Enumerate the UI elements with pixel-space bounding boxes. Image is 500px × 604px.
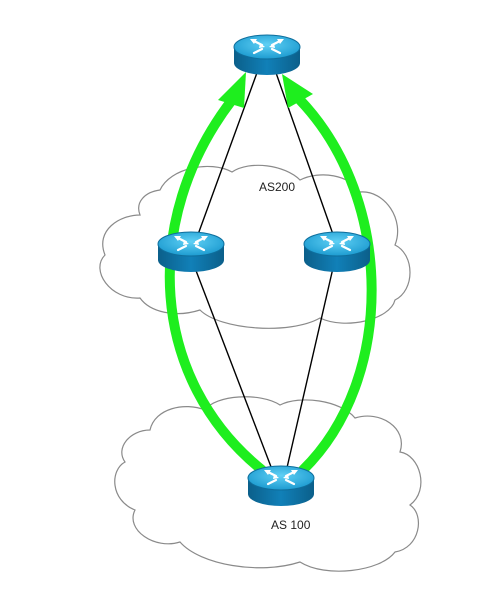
link-top-left bbox=[195, 69, 259, 241]
as100-cloud bbox=[114, 396, 422, 572]
router-icon bbox=[302, 230, 372, 274]
left-router bbox=[156, 230, 226, 274]
bottom-router bbox=[246, 464, 316, 508]
router-icon bbox=[156, 230, 226, 274]
path-arrow-left bbox=[164, 95, 267, 475]
path-arrow-right bbox=[295, 95, 377, 475]
as200-cloud bbox=[99, 164, 411, 329]
link-right-bottom bbox=[285, 267, 334, 473]
top-router bbox=[232, 33, 302, 77]
router-icon bbox=[232, 33, 302, 77]
right-router bbox=[302, 230, 372, 274]
arrowhead-right-icon bbox=[282, 74, 313, 108]
router-icon bbox=[246, 464, 316, 508]
as100-label: AS 100 bbox=[271, 518, 311, 532]
link-top-right bbox=[274, 69, 336, 241]
as200-label: AS200 bbox=[259, 180, 296, 194]
arrowhead-left-icon bbox=[218, 72, 246, 108]
link-left-bottom bbox=[194, 267, 274, 473]
